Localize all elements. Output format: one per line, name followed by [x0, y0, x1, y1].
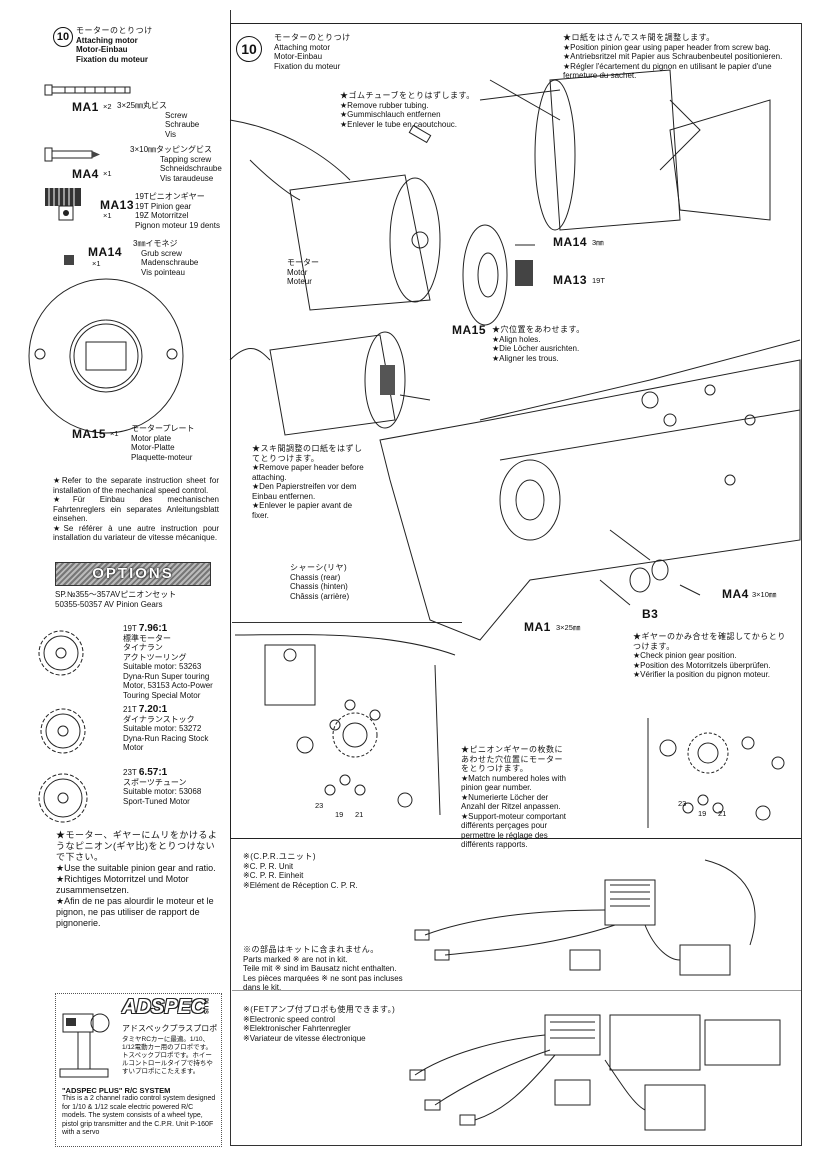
ma1-qty: ×2: [103, 102, 112, 111]
adspec-ad-box: ADSPEC PLUS アドスペックプラスプロポ タミヤRCカーに最適。1/10…: [55, 993, 222, 1147]
cpr-unit-drawing: [414, 859, 756, 976]
ma13-qty: ×1: [103, 211, 112, 220]
fet-esc-drawing: [409, 1014, 781, 1131]
ma1-screw-drawing: [44, 84, 131, 96]
ma14-grub-screw-drawing: [64, 255, 74, 265]
ma1-code: MA1: [72, 100, 99, 114]
ma13-code: MA13: [100, 198, 135, 212]
main-step-number: 10: [236, 36, 262, 62]
adspec-logo: ADSPEC: [122, 996, 206, 1018]
adspec-jp-title: アドスペックプラスプロポ: [122, 1024, 218, 1033]
adspec-jp-text: タミヤRCカーに最適。1/10、1/12電動カー用のプロポです。トスペックプロポ…: [122, 1036, 213, 1075]
gear-19t-icon: [38, 630, 84, 676]
hole-num-23-left: 23: [315, 801, 324, 810]
fet-divider: [232, 990, 802, 991]
main-step-title: モーターのとりつけ Attaching motor Motor-Einbau F…: [274, 33, 351, 71]
hole-num-21-left: 21: [355, 810, 364, 819]
esc-note: ★Refer to the separate instruction sheet…: [53, 476, 219, 542]
ma1-info: 3×25㎜丸ビス Screw Schraube Vis: [117, 101, 200, 139]
gear-19t-info: 19T 7.96:1 標準モーター タイナラン アクトツーリング Suitabl…: [123, 623, 213, 700]
adspec-text: This is a 2 channel radio control system…: [62, 1095, 216, 1136]
motor-lower: [229, 331, 406, 436]
options-pinion-set: SP.№355〜357AVピニオンセット 50355-50357 AV Pini…: [55, 590, 177, 609]
paper-header-note: ★ロ紙をはさんでスキ間を調整します。 ★Position pinion gear…: [563, 33, 783, 80]
ma14-qty: ×1: [92, 259, 101, 268]
chassis-outline: [379, 339, 801, 641]
cpr-unit-title: ※(C.P.R.ユニット) ※C. P. R. Unit ※C. P. R. E…: [243, 852, 358, 890]
ma4-tapping-screw-drawing: [44, 147, 100, 162]
hole-num-23-right: 23: [678, 799, 687, 808]
detail-left-drawing: [234, 634, 456, 816]
motor-middle: [229, 119, 441, 311]
motor-top-right: [479, 69, 681, 231]
ma13-info: 19Tピニオンギヤー 19T Pinion gear 19Z Motorritz…: [135, 192, 220, 230]
ma4-qty: ×1: [103, 169, 112, 178]
gear-23t-icon: [38, 773, 88, 823]
ma4-code: MA4: [72, 167, 99, 181]
ma15-callout: MA15: [452, 323, 487, 337]
gear-21t-icon: [40, 708, 86, 754]
adspec-plus: PLUS: [202, 998, 208, 1015]
ma14-code: MA14: [88, 245, 123, 259]
hole-num-21-right: 21: [718, 809, 727, 818]
hole-num-19-left: 19: [335, 810, 344, 819]
detail-right-drawing: [647, 718, 785, 828]
step-title-left: モーターのとりつけ Attaching motor Motor-Einbau F…: [76, 26, 153, 64]
ma4-callout-size: 3×10㎜: [752, 590, 777, 599]
ma13-pinion-gear-drawing: [45, 188, 81, 221]
motor-label: モーター Motor Moteur: [287, 258, 319, 286]
hole-num-19-right: 19: [698, 809, 707, 818]
remove-paper-note: ★スキ間調整の口紙をはずしてとりつけます。 ★Remove paper head…: [252, 444, 364, 520]
chassis-rear-label: シャーシ(リヤ) Chassis (rear) Chassis (hinten)…: [290, 563, 350, 601]
ma15-motor-plate-drawing: [28, 278, 184, 434]
fet-title: ※(FETアンプ付プロポも使用できます。) ※Electronic speed …: [243, 1005, 396, 1043]
check-pinion-note: ★ギヤーのかみ合せを確認してからとりつけます。 ★Check pinion ge…: [633, 632, 786, 679]
gear-21t-info: 21T 7.20:1 ダイナランストック Suitable motor: 532…: [123, 704, 209, 753]
ma4-callout: MA4: [722, 587, 749, 601]
remove-rubber-note: ★ゴムチューブをとりはずします。 ★Remove rubber tubing. …: [340, 91, 475, 129]
page-bottom-line: [230, 1145, 802, 1146]
not-in-kit-note: ※の部品はキットに含まれません。 Parts marked ※ are not …: [243, 945, 403, 992]
ma14-callout-size: 3㎜: [592, 238, 604, 247]
ma14-info: 3㎜イモネジ Grub screw Madenschraube Vis poin…: [133, 239, 199, 277]
ma1-callout: MA1: [524, 620, 551, 634]
ma13-callout: MA13: [553, 273, 588, 287]
ma15-code: MA15: [72, 427, 107, 441]
ma4-info: 3×10㎜タッピングビス Tapping screw Schneidschrau…: [130, 145, 222, 183]
motor-assembly-drawing: [229, 69, 801, 641]
ma15-info: モータープレート Motor plate Motor-Platte Plaque…: [131, 424, 195, 462]
adspec-title: "ADSPEC PLUS" R/C SYSTEM: [62, 1086, 171, 1095]
align-holes-note: ★穴位置をあわせます。 ★Align holes. ★Die Löcher au…: [492, 325, 585, 363]
gear-23t-info: 23T 6.57:1 スポーツチューン Suitable motor: 5306…: [123, 767, 202, 806]
step-number: 10: [53, 27, 73, 47]
b3-callout: B3: [642, 607, 659, 621]
transmitter-icon: [59, 1013, 110, 1078]
ma1-callout-size: 3×25㎜: [556, 623, 581, 632]
page-right-line: [801, 23, 802, 1146]
options-banner: OPTIONS: [55, 562, 211, 586]
gear-caution: ★モーター、ギヤーにムリをかけるようなピニオン(ギヤ比)をとりつけないで下さい。…: [56, 830, 218, 928]
ma13-callout-size: 19T: [592, 276, 605, 285]
ma14-callout: MA14: [553, 235, 588, 249]
ma15-qty: ×1: [110, 429, 119, 438]
match-holes-note: ★ピニオンギヤーの枚数にあわせた穴位置にモーターをとりつけます。 ★Match …: [461, 745, 566, 849]
detail-divider: [232, 622, 462, 623]
